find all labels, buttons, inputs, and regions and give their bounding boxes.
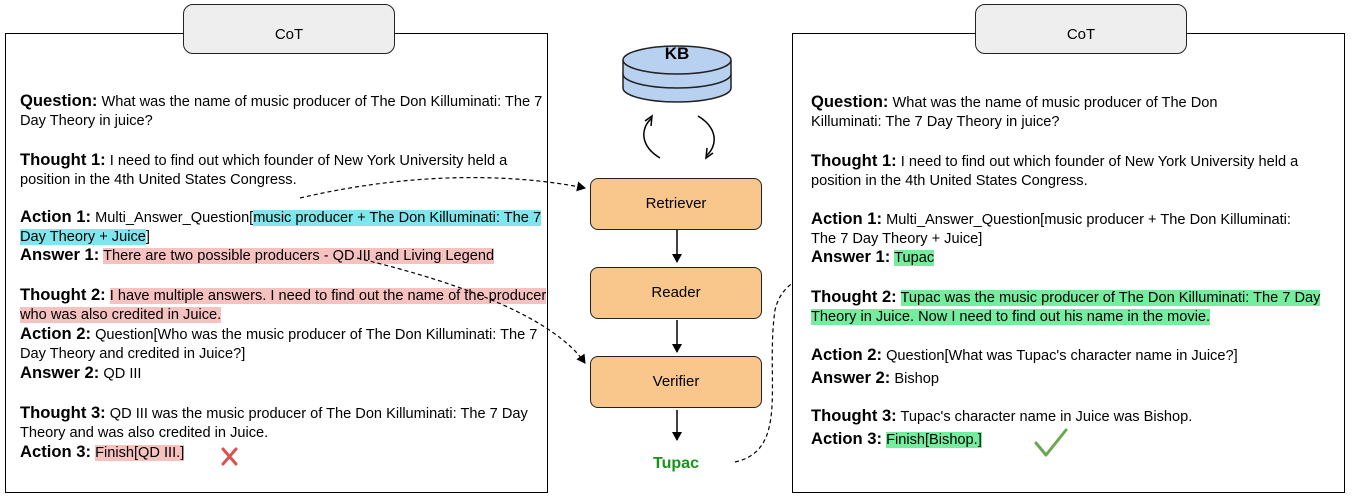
left-thought2-label: Thought 2: [20, 285, 106, 304]
right-action-3: Action 3: Finish[Bishop.] [811, 429, 1111, 450]
right-answer2-text: Bishop [894, 371, 939, 387]
retriever-module: Retriever [590, 178, 762, 230]
left-thought-3: Thought 3: QD III was the music producer… [20, 403, 550, 442]
pipeline-output: Tupac [653, 455, 699, 472]
left-action3-label: Action 3: [20, 442, 91, 461]
left-answer2-label: Answer 2: [20, 363, 100, 382]
left-answer1-text: There are two possible producers - QD II… [103, 248, 495, 264]
verifier-module: Verifier [590, 356, 762, 408]
left-answer1-label: Answer 1: [20, 245, 100, 264]
right-thought-3: Thought 3: Tupac's character name in Jui… [811, 406, 1341, 427]
right-action3-label: Action 3: [811, 429, 882, 448]
right-thought1-label: Thought 1: [811, 151, 897, 170]
left-answer2-text: QD III [103, 366, 142, 382]
right-answer-1: Answer 1: Tupac [811, 247, 1111, 268]
exchange-arrows-icon [643, 114, 715, 160]
right-question-label: Question: [811, 92, 889, 111]
right-answer-2: Answer 2: Bishop [811, 368, 1111, 389]
right-thought-2: Thought 2: Tupac was the music producer … [811, 287, 1331, 326]
left-thought3-label: Thought 3: [20, 403, 106, 422]
left-action3-text: Finish[QD III.] [95, 445, 185, 461]
right-thought3-label: Thought 3: [811, 406, 897, 425]
right-answer1-label: Answer 1: [811, 247, 891, 266]
left-question-text: What was the name of music producer of T… [20, 94, 543, 129]
right-action1-text: Multi_Answer_Question[music producer + T… [811, 212, 1291, 247]
right-action3-text: Finish[Bishop.] [886, 432, 982, 448]
left-action1-label: Action 1: [20, 207, 91, 226]
left-question-label: Question: [20, 91, 98, 110]
left-thought3-text: QD III was the music producer of The Don… [20, 406, 528, 441]
kb-label: KB [664, 44, 690, 63]
right-action-1: Action 1: Multi_Answer_Question[music pr… [811, 209, 1291, 248]
left-cot-tab: CoT [183, 4, 395, 54]
right-cot-panel [792, 33, 1345, 493]
action-to-retriever-link [299, 177, 586, 199]
right-action1-label: Action 1: [811, 209, 882, 228]
right-thought1-text: I need to find out which founder of New … [811, 154, 1299, 189]
right-answer2-label: Answer 2: [811, 368, 891, 387]
right-cot-tab: CoT [975, 4, 1187, 54]
right-thought2-label: Thought 2: [811, 287, 897, 306]
left-action-3: Action 3: Finish[QD III.] [20, 442, 320, 463]
left-thought1-label: Thought 1: [20, 150, 106, 169]
right-action2-label: Action 2: [811, 345, 882, 364]
left-action2-text: Question[Who was the music producer of T… [20, 327, 538, 362]
left-action-1: Action 1: Multi_Answer_Question[music pr… [20, 207, 548, 246]
right-action-2: Action 2: Question[What was Tupac's char… [811, 345, 1341, 366]
right-action2-text: Question[What was Tupac's character name… [886, 348, 1238, 364]
right-thought3-text: Tupac's character name in Juice was Bish… [900, 409, 1193, 425]
right-question: Question: What was the name of music pro… [811, 92, 1281, 131]
right-thought-1: Thought 1: I need to find out which foun… [811, 151, 1341, 190]
left-action1-prefix: Multi_Answer_Question[ [95, 210, 254, 226]
left-thought-2: Thought 2: I have multiple answers. I ne… [20, 285, 550, 324]
left-action2-label: Action 2: [20, 324, 91, 343]
right-question-text: What was the name of music producer of T… [811, 95, 1218, 130]
left-question: Question: What was the name of music pro… [20, 91, 545, 130]
left-thought1-text: I need to find out which founder of New … [20, 153, 508, 188]
left-action1-suffix: ] [145, 228, 150, 245]
left-action-2: Action 2: Question[Who was the music pro… [20, 324, 550, 363]
right-answer1-text: Tupac [894, 250, 935, 266]
left-thought-1: Thought 1: I need to find out which foun… [20, 150, 550, 189]
left-answer-1: Answer 1: There are two possible produce… [20, 245, 560, 266]
answer-to-verifier-link [356, 257, 586, 364]
left-answer-2: Answer 2: QD III [20, 363, 540, 384]
kb-database-icon [622, 45, 732, 103]
reader-module: Reader [590, 267, 762, 319]
